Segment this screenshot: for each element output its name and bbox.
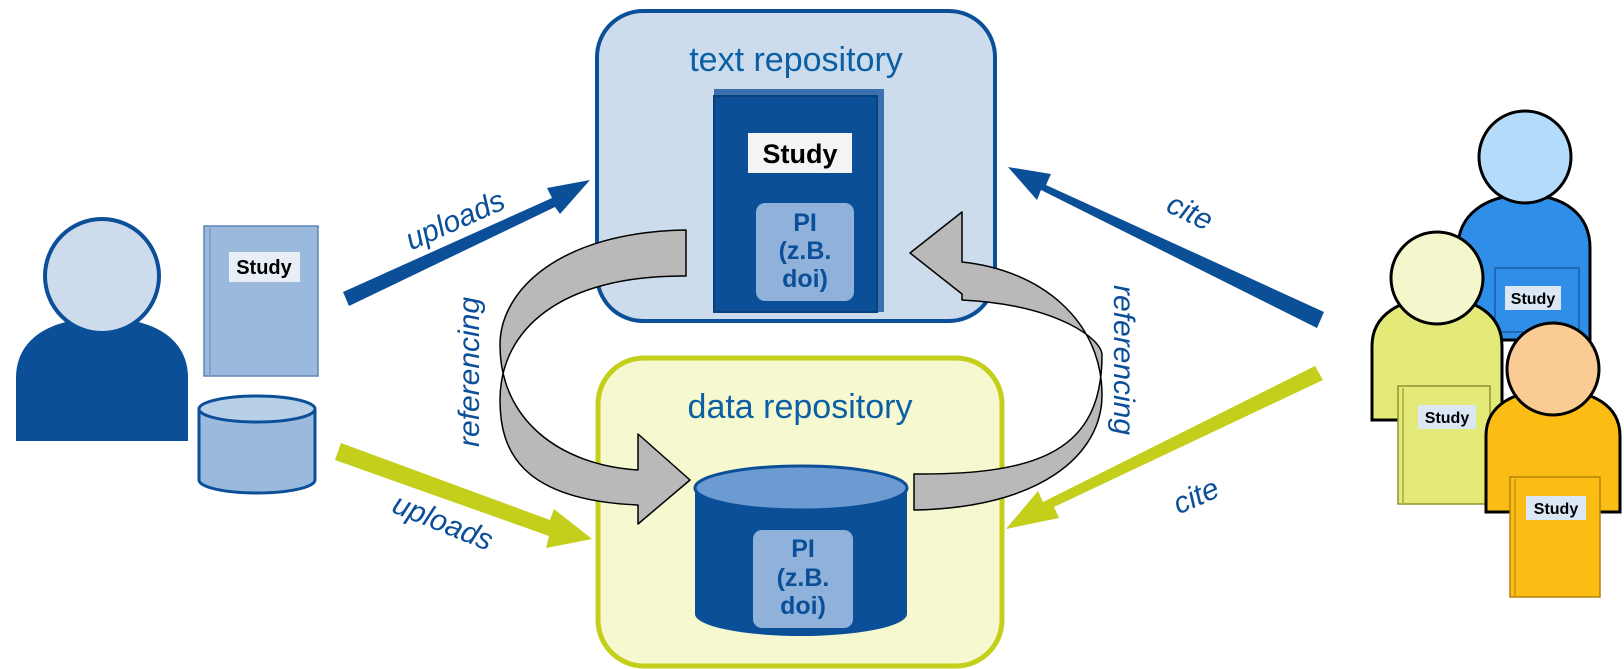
author-study-label-box [229, 252, 300, 282]
pi-box [753, 530, 853, 628]
pi-line-1: PI [793, 209, 817, 237]
citer-blue-study-book-icon: Study [1494, 267, 1580, 333]
pi-line-2: (z.B. [777, 564, 830, 592]
pi-box [756, 203, 854, 301]
author-person-icon [16, 217, 188, 441]
citer-orange-study-label-box [1526, 496, 1586, 520]
database-icon: PI (z.B. doi) [693, 464, 909, 636]
citer-blue-study-label-box [1505, 286, 1561, 310]
pi-line-3: doi) [782, 265, 828, 293]
text-repository-title: text repository [689, 41, 903, 79]
text-repository: text repository Study PI (z.B. doi) [595, 9, 997, 323]
cite-text-label: cite [1162, 187, 1218, 237]
author-study-book-icon: Study [203, 225, 320, 377]
upload-text-arrow [343, 180, 590, 306]
cite-text-arrow [1008, 167, 1324, 328]
referencing-arrow-right [909, 211, 1103, 511]
citer-yellow-study-label-box [1418, 405, 1476, 429]
referencing-left-label: referencing [453, 297, 486, 447]
cite-data-label: cite [1168, 472, 1224, 521]
citer-blue-study-label: Study [1511, 291, 1556, 308]
citer-person-yellow-icon: Study [1370, 230, 1504, 505]
citer-orange-study-label: Study [1534, 501, 1579, 518]
citer-orange-study-book-icon: Study [1509, 476, 1601, 598]
cite-data-arrow [1006, 366, 1323, 529]
study-book-icon: Study PI (z.B. doi) [713, 89, 884, 313]
upload-data-arrow [335, 443, 592, 548]
referencing-arrow-left [499, 229, 691, 525]
author-study-label: Study [236, 257, 292, 279]
pi-line-3: doi) [780, 592, 826, 620]
citer-yellow-study-label: Study [1425, 410, 1470, 427]
referencing-right-label: referencing [1107, 285, 1140, 435]
citer-yellow-study-book-icon: Study [1397, 385, 1491, 505]
pi-line-2: (z.B. [779, 237, 832, 265]
pi-line-1: PI [791, 535, 815, 563]
citer-person-blue-icon: Study [1456, 109, 1592, 342]
study-label-box [748, 133, 852, 173]
data-repository: data repository PI (z.B. doi) [595, 355, 1005, 669]
citer-person-orange-icon: Study [1484, 321, 1622, 598]
study-label: Study [762, 139, 837, 169]
author-database-icon [197, 394, 317, 495]
data-repository-title: data repository [688, 388, 913, 426]
